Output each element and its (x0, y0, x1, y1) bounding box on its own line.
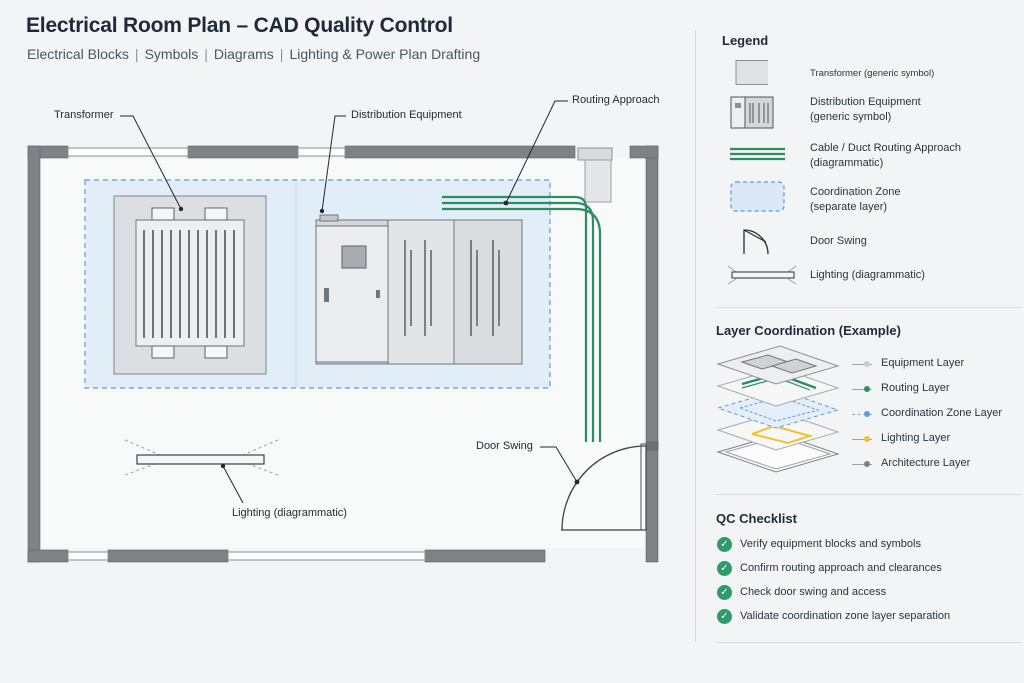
legend-label: Transformer (generic symbol) (810, 68, 935, 79)
legend-item-door-swing: Door Swing (726, 224, 1021, 256)
callout-leaders (120, 100, 578, 504)
subtitle-separator: | (134, 46, 139, 62)
legend-item-transformer: Transformer (generic symbol) (726, 60, 1021, 86)
legend-title: Legend (722, 33, 769, 48)
legend-label: Lighting (diagrammatic) (810, 269, 925, 281)
layer-dot-icon (864, 436, 870, 442)
subtitle-separator: | (204, 46, 208, 62)
legend-label-2: (diagrammatic) (810, 157, 884, 169)
transformer-block (113, 195, 267, 375)
transformer-symbol-icon (735, 60, 768, 85)
callout-door-swing: Door Swing (476, 440, 533, 452)
subtitle-item: Lighting & Power Plan Drafting (289, 46, 481, 62)
callout-lighting: Lighting (diagrammatic) (232, 507, 347, 519)
lighting-symbol-icon (727, 265, 797, 285)
layer-dot-icon (864, 386, 870, 392)
section-divider (716, 307, 1022, 308)
subtitle-item: Symbols (144, 46, 199, 62)
qc-label: Check door swing and access (740, 586, 887, 598)
callout-distribution: Distribution Equipment (351, 109, 462, 121)
check-icon: ✓ (717, 585, 732, 600)
distribution-block (315, 208, 523, 365)
qc-title: QC Checklist (716, 511, 797, 526)
panel-divider (695, 30, 696, 642)
door-swing-symbol-icon (743, 229, 769, 255)
room-walls (27, 145, 659, 563)
layer-label: Routing Layer (881, 382, 950, 394)
distribution-symbol-icon (730, 96, 774, 129)
subtitle: Electrical Blocks | Symbols | Diagrams | Light… (27, 46, 480, 62)
callout-transformer: Transformer (54, 109, 114, 121)
zone-symbol-icon (730, 181, 785, 212)
legend-label: Cable / Duct Routing Approach (810, 142, 962, 154)
layer-dot-icon (864, 461, 870, 467)
layer-label: Equipment Layer (881, 357, 965, 369)
qc-label: Verify equipment blocks and symbols (740, 538, 921, 550)
legend-item-zone: Coordination Zone (separate layer) (726, 180, 1021, 214)
legend-label-2: (generic symbol) (810, 111, 892, 123)
qc-label: Confirm routing approach and clearances (740, 562, 942, 574)
layer-label: Lighting Layer (881, 432, 951, 444)
subtitle-separator: | (279, 46, 284, 62)
section-divider (716, 494, 1022, 495)
layer-dot-icon (864, 361, 870, 367)
routing-path (442, 195, 602, 442)
floor-plan (27, 100, 659, 563)
layers-title: Layer Coordination (Example) (716, 323, 901, 338)
layer-label: Architecture Layer (881, 457, 971, 469)
callout-routing: Routing Approach (572, 94, 660, 106)
subtitle-item: Electrical Blocks (27, 46, 129, 62)
page-title: Electrical Room Plan – CAD Quality Contr… (26, 14, 453, 37)
door-swing (561, 443, 647, 531)
check-icon: ✓ (717, 561, 732, 576)
legend-item-lighting: Lighting (diagrammatic) (726, 264, 1021, 286)
legend-label: Coordination Zone (810, 186, 901, 198)
duct-riser (577, 147, 613, 203)
check-icon: ✓ (717, 537, 732, 552)
legend-label: Distribution Equipment (810, 96, 921, 108)
layer-label: Coordination Zone Layer (881, 407, 1003, 419)
legend-label-2: (separate layer) (810, 201, 888, 213)
layer-dot-icon (864, 411, 870, 417)
subtitle-item: Diagrams (213, 46, 274, 62)
section-divider (716, 642, 1022, 643)
layer-stack-diagram (716, 345, 840, 473)
legend-label: Door Swing (810, 235, 867, 247)
check-icon: ✓ (717, 609, 732, 624)
windows (67, 147, 426, 561)
qc-label: Validate coordination zone layer separat… (740, 610, 951, 622)
legend-item-routing: Cable / Duct Routing Approach (diagramma… (726, 141, 1021, 171)
routing-symbol-icon (730, 147, 785, 161)
legend-item-distribution: Distribution Equipment (generic symbol) (726, 95, 1021, 131)
